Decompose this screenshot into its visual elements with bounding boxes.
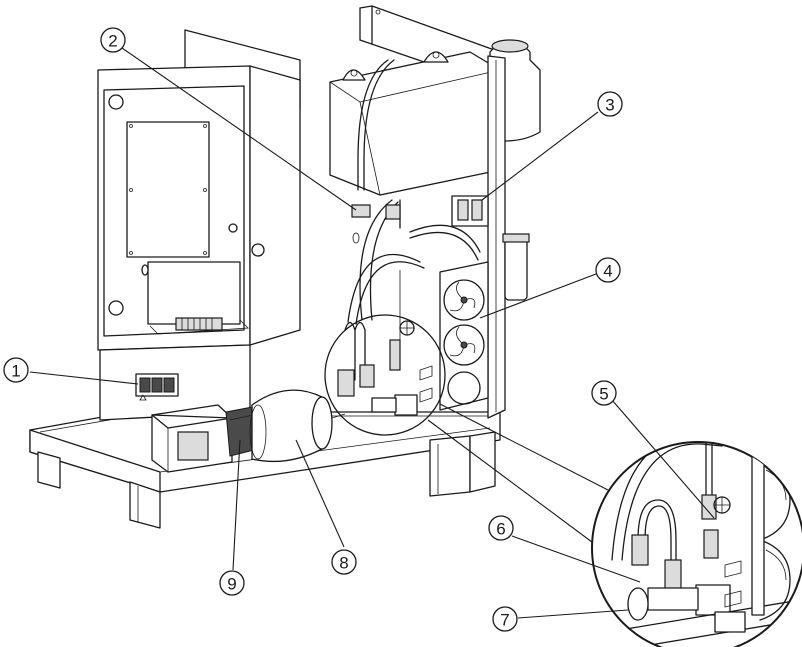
pump-motor <box>249 389 346 463</box>
callout-label-6: 6 <box>496 520 505 539</box>
callout-9: 9 <box>219 570 245 596</box>
callout-8: 8 <box>331 549 357 575</box>
callout-label-4: 4 <box>603 262 612 281</box>
callout-1: 1 <box>3 357 29 383</box>
reservoir-tank <box>329 51 501 196</box>
callout-label-3: 3 <box>605 96 614 115</box>
callout-5: 5 <box>591 380 617 406</box>
relay-block <box>451 195 489 227</box>
callout-label-8: 8 <box>339 554 348 573</box>
callout-3: 3 <box>597 91 623 117</box>
callout-7: 7 <box>492 606 518 632</box>
callout-6: 6 <box>488 515 514 541</box>
callout-label-2: 2 <box>108 32 117 51</box>
callout-label-1: 1 <box>11 362 20 381</box>
left-cabinet <box>97 29 301 421</box>
valve-fitting <box>351 204 401 244</box>
zoom-leader <box>427 403 609 549</box>
filter-canister <box>502 233 530 301</box>
transformer <box>151 404 233 473</box>
circuit-breaker <box>135 373 179 401</box>
fan-assembly <box>439 261 489 411</box>
callout-label-9: 9 <box>227 575 236 594</box>
callout-4: 4 <box>595 257 621 283</box>
callout-label-5: 5 <box>599 385 608 404</box>
solenoid-detail-small <box>324 270 446 436</box>
callout-label-7: 7 <box>500 611 509 630</box>
callout-leaders <box>29 47 715 619</box>
terminal-strip <box>175 317 223 331</box>
zoom-detail <box>591 441 802 647</box>
hoses <box>347 59 481 325</box>
callout-2: 2 <box>100 27 126 53</box>
